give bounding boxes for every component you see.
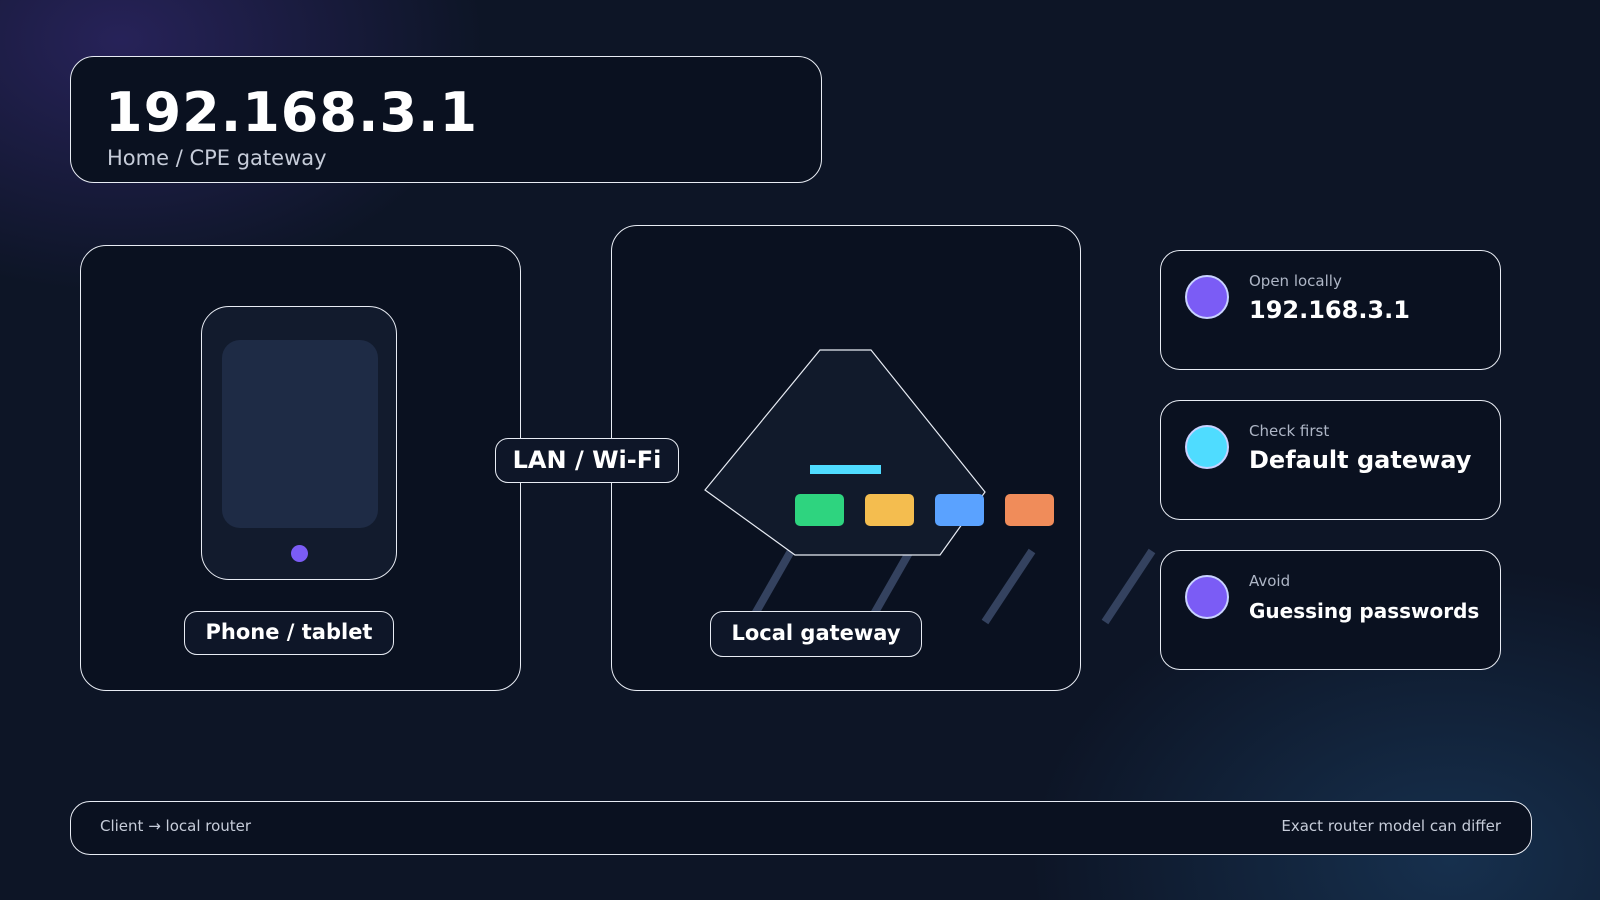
phone-home-button [291, 545, 308, 562]
info-value: 192.168.3.1 [1249, 296, 1410, 324]
client-label: Phone / tablet [184, 611, 394, 655]
page-title: 192.168.3.1 [105, 81, 479, 144]
info-caption: Open locally [1249, 272, 1342, 290]
info-value: Default gateway [1249, 446, 1472, 474]
client-card [80, 245, 521, 691]
page-subtitle: Home / CPE gateway [107, 146, 327, 170]
status-dot-icon [1185, 275, 1229, 319]
info-card-open-locally: Open locally 192.168.3.1 [1160, 250, 1501, 370]
info-value: Guessing passwords [1249, 599, 1480, 623]
header-panel: 192.168.3.1 Home / CPE gateway [70, 56, 822, 183]
gateway-label: Local gateway [710, 611, 922, 657]
info-card-check-first: Check first Default gateway [1160, 400, 1501, 520]
info-card-avoid: Avoid Guessing passwords [1160, 550, 1501, 670]
phone-screen [222, 340, 378, 528]
footer-left-note: Client → local router [100, 817, 252, 835]
status-dot-icon [1185, 425, 1229, 469]
status-dot-icon [1185, 575, 1229, 619]
antenna-4 [1101, 548, 1156, 625]
link-label: LAN / Wi-Fi [495, 438, 679, 483]
info-caption: Avoid [1249, 572, 1291, 590]
footer-bar: Client → local router Exact router model… [70, 801, 1532, 855]
footer-right-note: Exact router model can differ [1281, 817, 1501, 835]
info-caption: Check first [1249, 422, 1330, 440]
phone-icon [201, 306, 397, 580]
